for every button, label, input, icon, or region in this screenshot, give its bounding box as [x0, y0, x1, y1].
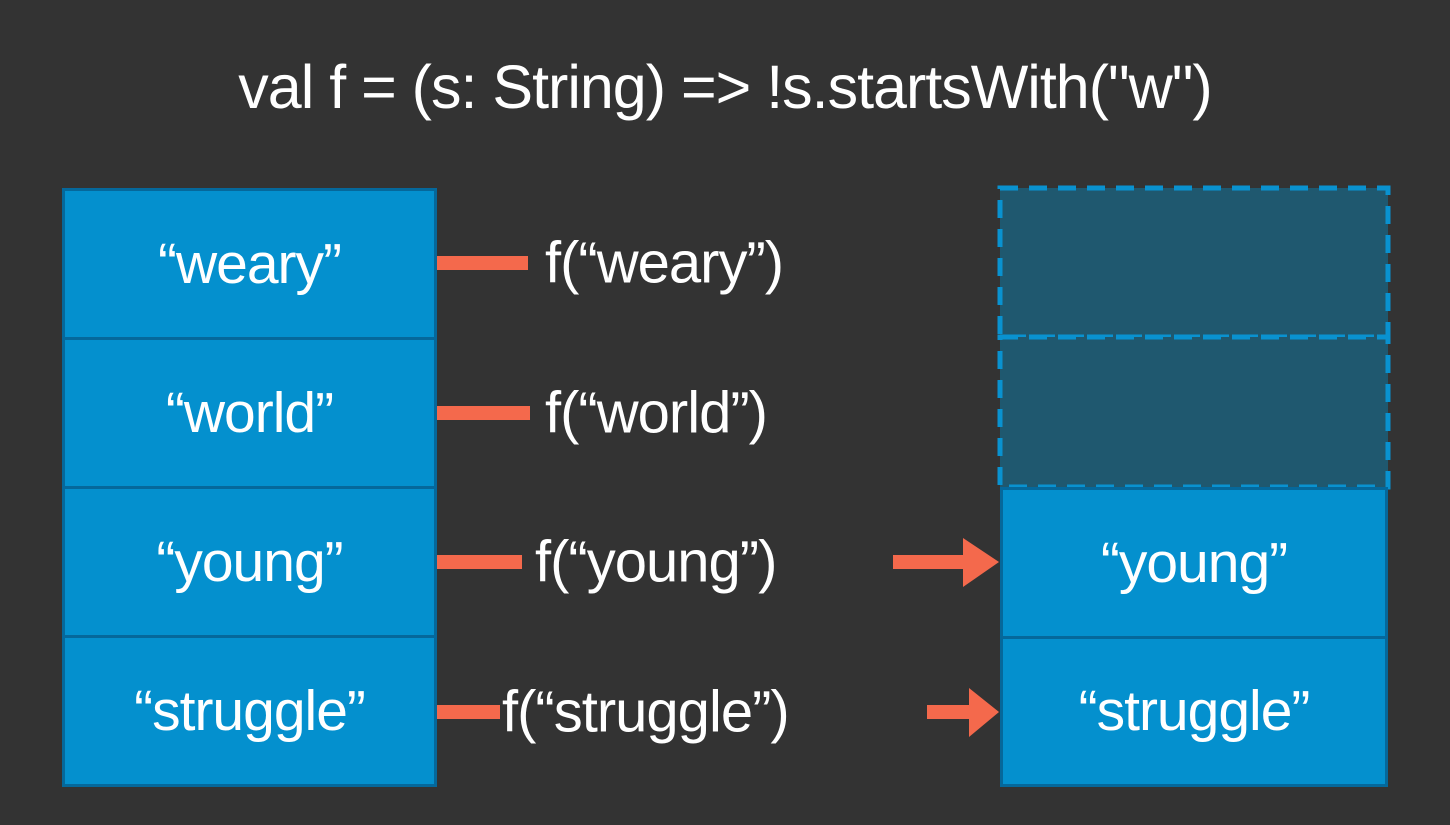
source-list-item: “struggle”: [65, 638, 434, 784]
arrow-shaft: [893, 555, 965, 569]
source-list-item: “young”: [65, 489, 434, 635]
arrow-shaft: [927, 705, 971, 719]
function-application-label: f(“young”): [535, 529, 777, 595]
function-application-label: f(“struggle”): [502, 679, 790, 745]
filtered-out-slot: [997, 334, 1391, 490]
source-list-item: “weary”: [65, 191, 434, 337]
function-application-label: f(“world”): [545, 380, 768, 446]
connector-line: [437, 555, 522, 569]
connector-line: [437, 406, 530, 420]
result-list-item: “young”: [1003, 490, 1385, 636]
result-arrow-icon: [893, 538, 999, 587]
result-list-item: “struggle”: [1003, 638, 1385, 784]
filtered-out-slot: [997, 185, 1391, 340]
source-list: “weary” “world” “young” “struggle”: [62, 188, 437, 787]
function-application-label: f(“weary”): [545, 230, 784, 296]
source-list-item: “world”: [65, 340, 434, 486]
connector-line: [437, 256, 528, 270]
arrow-head: [963, 538, 999, 587]
arrow-head: [969, 688, 999, 737]
connector-line: [437, 705, 500, 719]
code-title: val f = (s: String) => !s.startsWith("w"…: [238, 53, 1212, 121]
result-arrow-icon: [927, 688, 999, 737]
result-list: “young” “struggle”: [1000, 487, 1388, 787]
